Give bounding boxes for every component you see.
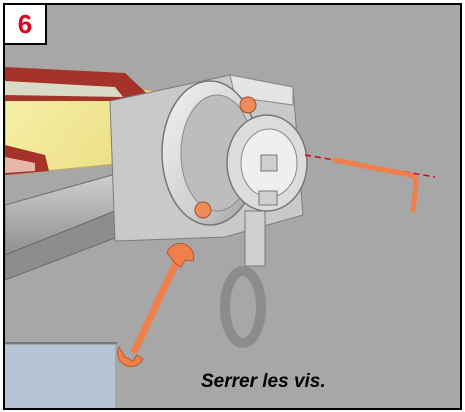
screw-icon <box>194 201 212 219</box>
step-badge: 6 <box>5 5 47 45</box>
crank-shaft <box>244 210 266 267</box>
wrench-icon <box>117 242 195 367</box>
illustration-frame: 6 Serrer les vis. <box>3 3 462 410</box>
assembly-illustration <box>5 5 460 408</box>
crank-eye <box>220 266 266 348</box>
instruction-caption: Serrer les vis. <box>201 371 326 392</box>
gearbox-tab <box>258 190 278 206</box>
crank-socket <box>260 154 278 172</box>
window-pane <box>5 345 115 408</box>
screw-icon <box>239 96 257 114</box>
step-number: 6 <box>17 8 33 39</box>
allen-key-icon <box>332 157 419 213</box>
